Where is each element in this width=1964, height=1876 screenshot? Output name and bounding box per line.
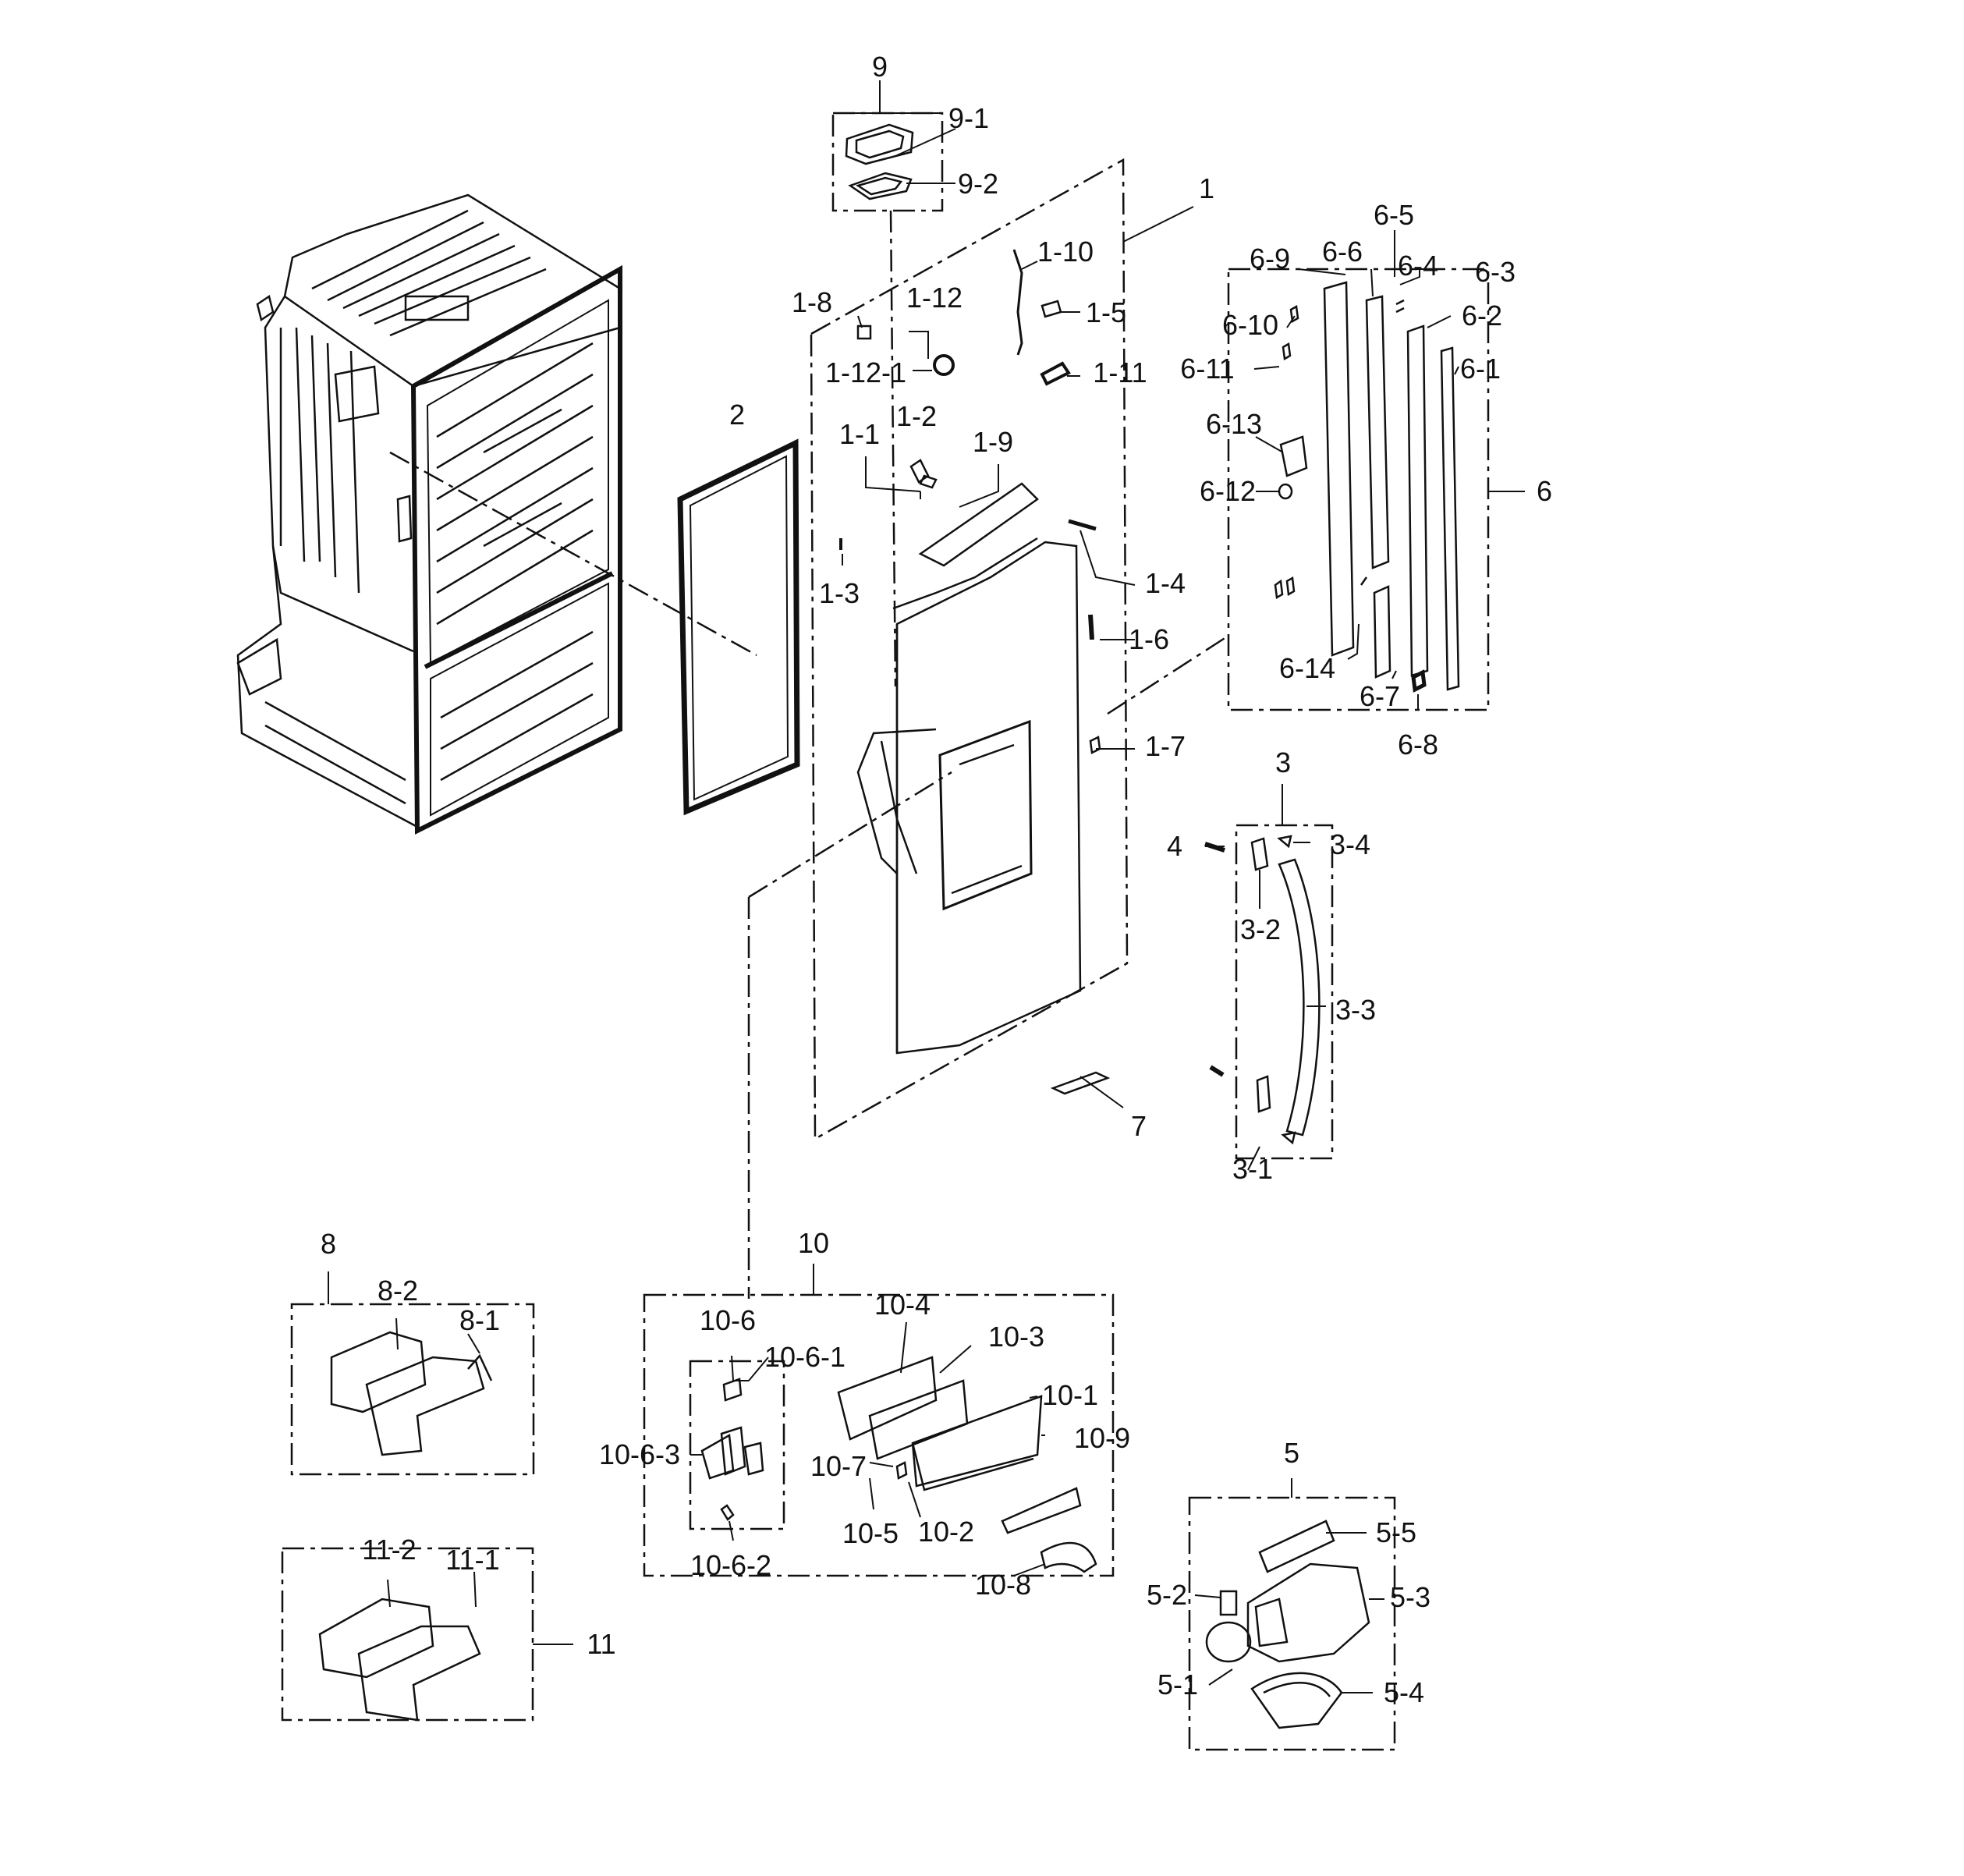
- part-label-6-9: 6-9: [1249, 243, 1291, 275]
- part-label-10-8: 10-8: [974, 1569, 1032, 1601]
- part-label-1-6: 1-6: [1128, 623, 1170, 655]
- part-label-6-11: 6-11: [1180, 353, 1235, 385]
- part-label-10-4: 10-4: [874, 1289, 931, 1321]
- box-5: [1189, 1498, 1395, 1750]
- part-9-components: [846, 125, 913, 199]
- part-label-1-11: 1-11: [1093, 356, 1147, 388]
- part-label-8: 8: [320, 1228, 337, 1260]
- part-label-1-2: 1-2: [895, 400, 938, 432]
- part-label-3-1: 3-1: [1232, 1153, 1274, 1185]
- part-label-3-4: 3-4: [1329, 828, 1371, 860]
- part-label-6-8: 6-8: [1397, 729, 1439, 761]
- part-label-10-6: 10-6: [699, 1304, 757, 1336]
- part-label-10-1: 10-1: [1041, 1379, 1099, 1411]
- part-11-components: [320, 1599, 480, 1720]
- part-label-6-6: 6-6: [1321, 236, 1363, 268]
- part-label-9: 9: [871, 51, 888, 83]
- part-label-2: 2: [729, 399, 746, 431]
- part-label-6-1: 6-1: [1459, 353, 1501, 385]
- box-10: [644, 1295, 1113, 1576]
- part-label-8-1: 8-1: [459, 1304, 501, 1336]
- part-label-3-2: 3-2: [1239, 913, 1282, 945]
- part-label-1-8: 1-8: [791, 286, 833, 318]
- part-label-10-5: 10-5: [842, 1517, 899, 1549]
- part-label-6-13: 6-13: [1205, 408, 1263, 440]
- part-label-10: 10: [797, 1227, 830, 1259]
- part-label-1-9: 1-9: [972, 426, 1014, 458]
- part-label-6: 6: [1536, 475, 1553, 507]
- part-6-components: [1275, 282, 1459, 690]
- box-10-6: [690, 1361, 784, 1529]
- part-label-6-2: 6-2: [1461, 300, 1503, 332]
- box-6: [1228, 269, 1488, 710]
- part-label-10-6-1: 10-6-1: [764, 1341, 846, 1373]
- part-label-11-2: 11-2: [362, 1534, 417, 1566]
- part-label-1-4: 1-4: [1144, 567, 1186, 599]
- part-label-7: 7: [1130, 1110, 1147, 1142]
- part-10-components: [702, 1357, 1096, 1572]
- part-label-6-5: 6-5: [1373, 199, 1415, 231]
- part-label-6-4: 6-4: [1397, 250, 1439, 282]
- part-label-5-2: 5-2: [1146, 1579, 1188, 1611]
- part-label-1-3: 1-3: [818, 577, 860, 609]
- part-label-1-5: 1-5: [1085, 296, 1127, 328]
- part-label-6-3: 6-3: [1474, 256, 1516, 288]
- door-handle: [1252, 836, 1319, 1143]
- refrigerator-cabinet: [238, 195, 620, 831]
- screws: [1205, 844, 1225, 1075]
- part-label-1-12: 1-12: [906, 282, 963, 314]
- part-label-6-10: 6-10: [1221, 309, 1279, 341]
- part-label-10-2: 10-2: [917, 1516, 975, 1548]
- part-label-6-12: 6-12: [1199, 475, 1257, 507]
- part-label-4: 4: [1166, 830, 1183, 862]
- part-label-5-5: 5-5: [1375, 1516, 1417, 1548]
- part-label-10-6-3: 10-6-3: [598, 1438, 681, 1470]
- part-5-ice-maker: [1207, 1521, 1369, 1728]
- door-small-parts: [841, 250, 1100, 753]
- door-assembly: [858, 538, 1080, 1053]
- part-label-10-9: 10-9: [1073, 1422, 1131, 1454]
- part-label-1: 1: [1198, 172, 1215, 204]
- part-label-5-4: 5-4: [1383, 1676, 1425, 1708]
- box-1: [811, 160, 1127, 1139]
- part-label-11: 11: [587, 1628, 616, 1660]
- part-label-1-12-1: 1-12-1: [824, 356, 907, 388]
- box-3: [1236, 825, 1332, 1158]
- part-label-1-10: 1-10: [1037, 236, 1094, 268]
- part-label-1-1: 1-1: [838, 418, 881, 450]
- part-label-10-7: 10-7: [810, 1450, 867, 1482]
- part-label-9-2: 9-2: [957, 168, 999, 200]
- door-gasket: [680, 443, 797, 811]
- part-label-9-1: 9-1: [948, 102, 990, 134]
- part-label-10-6-2: 10-6-2: [690, 1549, 772, 1581]
- part-label-5: 5: [1283, 1437, 1300, 1469]
- part-label-10-3: 10-3: [987, 1321, 1045, 1353]
- box-11: [282, 1548, 533, 1720]
- part-label-5-3: 5-3: [1389, 1581, 1431, 1613]
- part-label-3-3: 3-3: [1335, 994, 1377, 1026]
- part-label-8-2: 8-2: [377, 1275, 419, 1307]
- part-label-11-1: 11-1: [445, 1544, 500, 1576]
- part-8-components: [331, 1332, 491, 1455]
- part-label-6-7: 6-7: [1359, 680, 1401, 712]
- box-8: [292, 1304, 534, 1474]
- part-label-1-7: 1-7: [1144, 730, 1186, 762]
- box-9: [833, 113, 942, 211]
- part-label-5-1: 5-1: [1157, 1669, 1199, 1700]
- part-label-3: 3: [1274, 746, 1292, 778]
- part-label-6-14: 6-14: [1278, 652, 1336, 684]
